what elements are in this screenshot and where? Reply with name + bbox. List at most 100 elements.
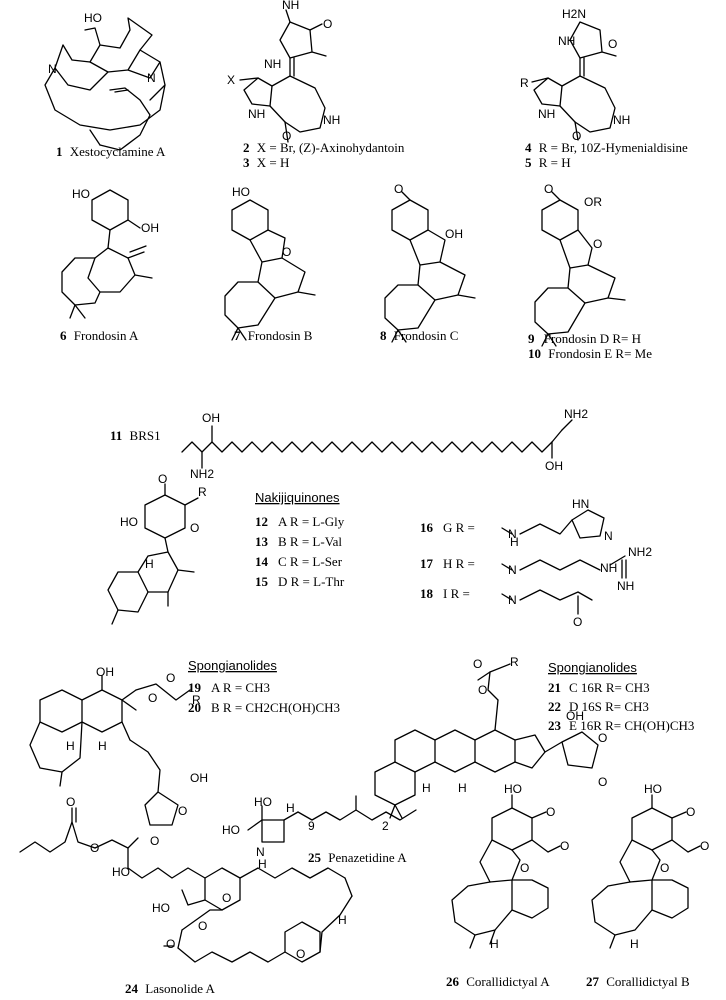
structure-frondosin-c: O OH	[384, 182, 476, 343]
structure-nakijiquinone: O R HO O H	[107, 472, 207, 625]
atom-ho: HO	[84, 11, 102, 25]
atom-o: O	[166, 937, 175, 951]
atom-ho: HO	[120, 515, 138, 529]
atom-o: O	[544, 182, 553, 196]
structure-corallidictyal-b: HO O O O H	[591, 782, 709, 951]
caption-compound-27: 27 Corallidictyal B	[586, 974, 690, 989]
structure-xestocyclamine-a: HO N N	[44, 11, 166, 151]
atom-n: N	[48, 62, 57, 76]
r-group-i: N O	[501, 589, 593, 629]
atom-ho: HO	[72, 187, 90, 201]
atom-o: O	[158, 472, 167, 486]
atom-nh: NH	[600, 561, 617, 575]
structure-frondosin-a: HO OH	[61, 187, 159, 319]
atom-o: O	[296, 947, 305, 961]
caption-compound-25: 25 Penazetidine A	[308, 850, 407, 865]
atom-o: O	[572, 129, 581, 143]
atom-o: O	[593, 237, 602, 251]
atom-h2n: H2N	[562, 7, 586, 21]
atom-oh: OH	[96, 665, 114, 679]
atom-n: N	[508, 593, 517, 607]
atom-nh2: NH2	[564, 407, 588, 421]
structure-spongianolide-a-b: OH O O R OH O O H H	[29, 665, 208, 848]
atom-o: O	[148, 691, 157, 705]
caption-compound-5: 5 R = H	[525, 155, 571, 170]
caption-compound-24: 24 Lasonolide A	[125, 981, 216, 996]
atom-o: O	[598, 775, 607, 789]
atom-h: H	[422, 781, 431, 795]
atom-ho: HO	[504, 782, 522, 796]
atom-nh: NH	[538, 107, 555, 121]
svg-text:19A R = CH3: 19A R = CH3	[188, 680, 270, 695]
atom-h: H	[490, 937, 499, 951]
atom-h: H	[286, 801, 295, 815]
atom-o: O	[660, 861, 669, 875]
caption-compound-3: 3 X = H	[243, 155, 289, 170]
structure-brs1: OH NH2 NH2 OH	[181, 407, 588, 481]
atom-h: H	[338, 913, 347, 927]
atom-ho: HO	[644, 782, 662, 796]
atom-sub-2: 2	[382, 819, 389, 833]
caption-compound-11: 11 BRS1	[110, 428, 161, 443]
atom-o: O	[166, 671, 175, 685]
atom-r: R	[198, 485, 207, 499]
atom-r: R	[192, 693, 201, 707]
atom-nh: NH	[248, 107, 265, 121]
spongianolides-left-header: Spongianolides	[188, 658, 277, 673]
svg-text:15D R = L-Thr: 15D R = L-Thr	[255, 574, 345, 589]
atom-o: O	[222, 891, 231, 905]
structure-hymenialdisine: H2N NH O R NH NH O	[520, 7, 630, 143]
svg-text:21C 16R R= CH3: 21C 16R R= CH3	[548, 680, 650, 695]
atom-oh: OH	[202, 411, 220, 425]
atom-n: N	[147, 71, 156, 85]
atom-ho: HO	[222, 823, 240, 837]
caption-compound-26: 26 Corallidictyal A	[446, 974, 550, 989]
structure-frondosin-b: HO O	[224, 185, 316, 341]
structure-penazetidine-a: HO HO H N H 9 2	[222, 795, 417, 871]
atom-nh: NH	[323, 113, 340, 127]
atom-oh: OH	[141, 221, 159, 235]
atom-o: O	[90, 841, 99, 855]
atom-o: O	[323, 17, 332, 31]
svg-text:16G R =: 16G R =	[420, 520, 475, 535]
structure-corallidictyal-a: HO O O O H	[451, 782, 569, 951]
atom-r: R	[510, 655, 519, 669]
atom-sub-9: 9	[308, 819, 315, 833]
caption-compound-8: 8 Frondosin C	[380, 328, 458, 343]
atom-o: O	[66, 795, 75, 809]
atom-o: O	[198, 919, 207, 933]
atom-ho: HO	[152, 901, 170, 915]
structure-axinohydantoin: NH O NH X NH NH O	[227, 0, 340, 143]
atom-nh2: NH2	[628, 545, 652, 559]
atom-nh: NH	[613, 113, 630, 127]
atom-oh: OH	[566, 709, 584, 723]
atom-o: O	[473, 657, 482, 671]
atom-o: O	[478, 683, 487, 697]
structure-spongianolide-c-d-e: O O R OH O O H H	[374, 655, 607, 819]
atom-o: O	[282, 245, 291, 259]
nakijiquinones-header: Nakijiquinones	[255, 490, 340, 505]
atom-hn: HN	[572, 497, 589, 511]
atom-o: O	[700, 839, 709, 853]
atom-oh: OH	[545, 459, 563, 473]
svg-text:18I R =: 18I R =	[420, 586, 470, 601]
svg-text:20B R = CH2CH(OH)CH3: 20B R = CH2CH(OH)CH3	[188, 700, 340, 715]
atom-nh: NH	[558, 34, 575, 48]
svg-text:14C R = L-Ser: 14C R = L-Ser	[255, 554, 343, 569]
atom-o: O	[150, 834, 159, 848]
svg-text:22D 16S R= CH3: 22D 16S R= CH3	[548, 699, 649, 714]
caption-compound-1: 1 Xestocyclamine A	[56, 144, 166, 159]
atom-h: H	[66, 739, 75, 753]
atom-nh2: NH2	[190, 467, 214, 481]
atom-h: H	[630, 937, 639, 951]
atom-x: X	[227, 73, 235, 87]
atom-o: O	[598, 731, 607, 745]
atom-nh: NH	[282, 0, 299, 12]
atom-o: O	[608, 37, 617, 51]
r-group-h: N NH NH2 NH	[501, 545, 652, 593]
svg-text:13B R = L-Val: 13B R = L-Val	[255, 534, 342, 549]
